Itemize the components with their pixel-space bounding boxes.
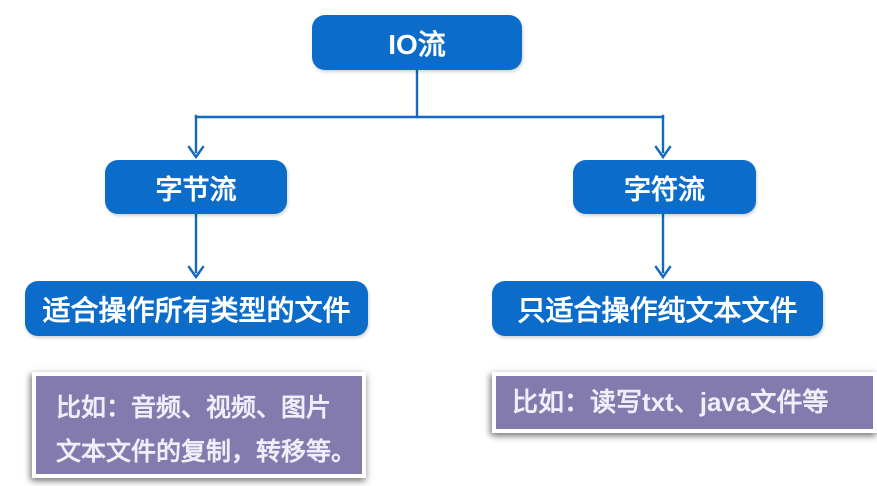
root-node-io-stream: IO流 [312,15,522,70]
char-stream-node: 字符流 [573,160,756,214]
byte-stream-example-note: 比如：音频、视频、图片 文本文件的复制，转移等。 [32,372,366,478]
char-stream-example-note: 比如：读写txt、java文件等 [492,372,877,433]
char-example-line-1: 比如：读写txt、java文件等 [512,387,829,417]
arrowhead-left-drop-icon [187,145,205,160]
byte-example-line-1: 比如：音频、视频、图片 [56,394,332,422]
arrowhead-byte-desc-icon [187,265,205,280]
byte-stream-node: 字节流 [105,160,287,214]
char-stream-description-node: 只适合操作纯文本文件 [492,281,823,336]
byte-stream-description-node: 适合操作所有类型的文件 [25,281,368,336]
arrowhead-char-desc-icon [654,265,672,280]
arrowhead-right-drop-icon [654,145,672,160]
byte-example-line-2: 文本文件的复制，转移等。 [56,438,357,466]
